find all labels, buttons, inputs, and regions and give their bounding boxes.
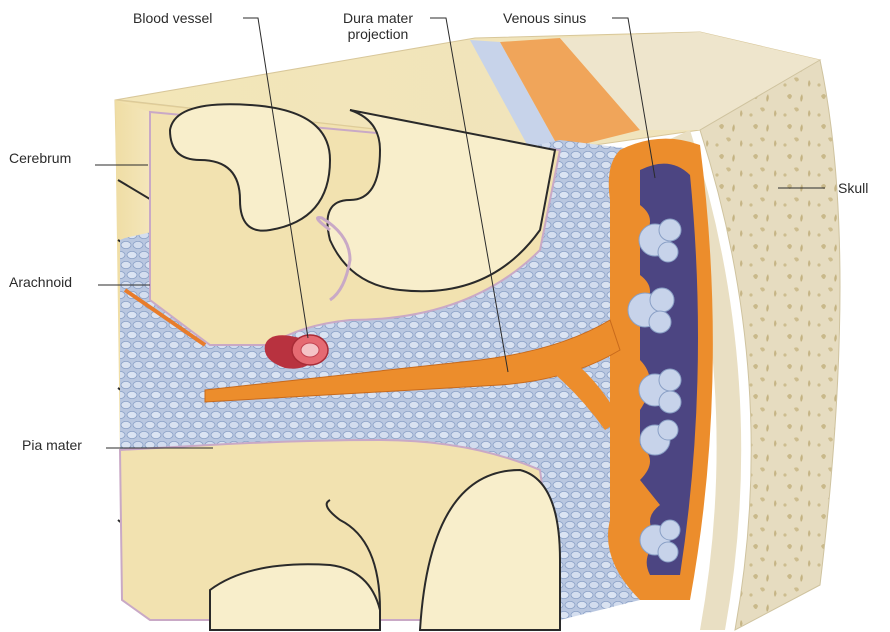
label-venous-sinus: Venous sinus <box>503 10 586 26</box>
label-blood-vessel: Blood vessel <box>133 10 212 26</box>
label-arachnoid: Arachnoid <box>9 274 72 290</box>
label-dura-mater-projection: Dura mater projection <box>326 10 430 42</box>
label-dura-mater-line1: Dura mater <box>326 10 430 26</box>
label-pia-mater: Pia mater <box>22 437 82 453</box>
label-skull: Skull <box>838 180 868 196</box>
label-dura-mater-line2: projection <box>326 26 430 42</box>
label-cerebrum: Cerebrum <box>9 150 71 166</box>
